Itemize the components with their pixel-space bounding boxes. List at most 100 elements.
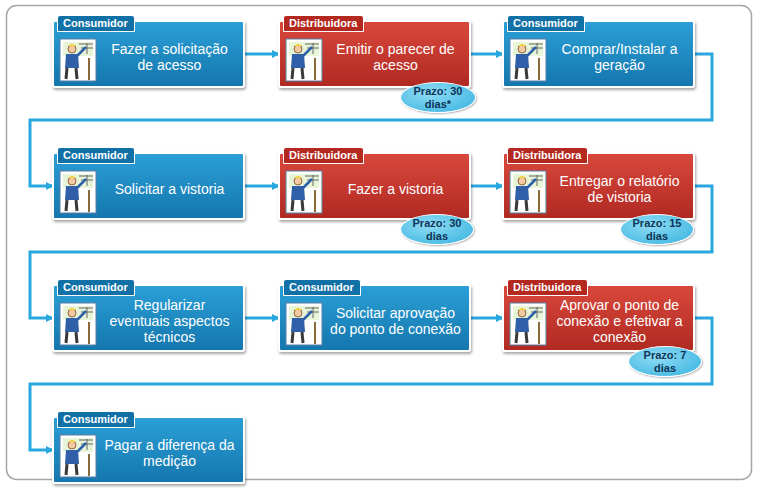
icon-stroke	[314, 322, 316, 344]
step-text-area: Solicitar aprovação do ponto de conexão	[328, 297, 463, 347]
icon-stroke	[79, 440, 93, 441]
icon-stroke	[63, 306, 93, 320]
process-box: ConsumidorPagar a diferença da medição	[52, 416, 245, 484]
icon-stroke	[537, 307, 538, 318]
icon-stroke	[313, 307, 314, 318]
icon-stroke	[77, 47, 86, 56]
icon-stroke	[510, 303, 546, 345]
icon-stroke	[65, 54, 79, 68]
process-box: ConsumidorFazer a solicitação de acesso	[52, 20, 245, 88]
step-text: Solicitar a vistoria	[115, 182, 225, 198]
deadline-text: Prazo: 15 dias	[630, 217, 684, 241]
worker-icon	[285, 302, 323, 346]
actor-tab: Consumidor	[57, 147, 135, 164]
icon-stroke	[77, 179, 86, 188]
icon-stroke	[305, 308, 319, 309]
icon-stroke	[291, 318, 305, 332]
actor-tab: Distribuidora	[507, 147, 588, 164]
icon-stroke	[65, 318, 79, 332]
icon-stroke	[305, 176, 319, 177]
worker-icon	[285, 38, 323, 82]
icon-stroke	[292, 68, 303, 79]
icon-stroke	[65, 450, 79, 464]
icon-stroke	[87, 175, 88, 186]
icon-stroke	[68, 309, 76, 317]
step-text: Comprar/Instalar a geração	[552, 42, 687, 73]
icon-stroke	[77, 443, 86, 452]
flow-arrow	[471, 53, 502, 56]
icon-stroke	[294, 177, 302, 185]
icon-stroke	[68, 440, 76, 442]
step-text-area: Solicitar a vistoria	[102, 165, 237, 215]
icon-stroke	[529, 44, 543, 45]
icon-stroke	[537, 175, 538, 186]
icon-stroke	[68, 177, 76, 185]
deadline-text: Prazo: 30 dias	[410, 217, 464, 241]
worker-icon	[509, 38, 547, 82]
icon-stroke	[529, 176, 543, 177]
process-box: DistribuidoraFazer a vistoria	[278, 152, 471, 220]
icon-stroke	[305, 44, 319, 45]
icon-stroke	[68, 441, 76, 449]
icon-stroke	[510, 171, 546, 213]
icon-stroke	[294, 308, 302, 310]
icon-stroke	[289, 174, 319, 188]
icon-stroke	[63, 174, 93, 188]
flow-arrow	[245, 53, 278, 56]
icon-stroke	[68, 308, 76, 310]
icon-stroke	[518, 309, 526, 317]
icon-stroke	[294, 176, 302, 178]
step-text-area: Fazer a vistoria	[328, 165, 463, 215]
icon-stroke	[510, 39, 546, 81]
actor-tab: Distribuidora	[283, 147, 364, 164]
icon-stroke	[88, 190, 90, 212]
icon-stroke	[68, 176, 76, 178]
icon-stroke	[538, 322, 540, 344]
icon-stroke	[294, 45, 302, 53]
icon-stroke	[294, 309, 302, 317]
step-text-area: Entregar o relatório de vistoria	[552, 165, 687, 215]
icon-stroke	[529, 308, 543, 309]
icon-stroke	[63, 42, 93, 56]
icon-stroke	[68, 45, 76, 53]
icon-stroke	[66, 200, 77, 211]
actor-tab: Distribuidora	[283, 15, 364, 32]
icon-stroke	[518, 44, 526, 46]
step-text-area: Pagar a diferença da medição	[102, 429, 237, 479]
deadline-text: Prazo: 30 dias*	[411, 85, 465, 109]
icon-stroke	[87, 439, 88, 450]
icon-stroke	[88, 322, 90, 344]
step-text-area: Emitir o parecer de acesso	[328, 33, 463, 83]
worker-icon	[509, 170, 547, 214]
actor-tab: Distribuidora	[507, 279, 588, 296]
icon-stroke	[538, 190, 540, 212]
step-text-area: Regularizar eventuais aspectos técnicos	[102, 297, 237, 347]
icon-stroke	[292, 332, 303, 343]
worker-icon	[59, 38, 97, 82]
icon-stroke	[516, 200, 527, 211]
process-box: DistribuidoraAprovar o ponto de conexão …	[502, 284, 695, 352]
icon-stroke	[63, 438, 93, 452]
icon-stroke	[303, 47, 312, 56]
icon-stroke	[513, 174, 543, 188]
icon-stroke	[303, 311, 312, 320]
icon-stroke	[515, 186, 529, 200]
process-box: ConsumidorSolicitar a vistoria	[52, 152, 245, 220]
icon-stroke	[79, 44, 93, 45]
process-box: ConsumidorSolicitar aprovação do ponto d…	[278, 284, 471, 352]
icon-stroke	[88, 58, 90, 80]
icon-stroke	[314, 58, 316, 80]
icon-stroke	[77, 311, 86, 320]
step-text: Regularizar eventuais aspectos técnicos	[102, 298, 237, 345]
icon-stroke	[291, 186, 305, 200]
frame-border	[7, 6, 752, 480]
step-text-area: Fazer a solicitação de acesso	[102, 33, 237, 83]
icon-stroke	[518, 308, 526, 310]
icon-stroke	[515, 318, 529, 332]
icon-stroke	[79, 308, 93, 309]
icon-stroke	[518, 176, 526, 178]
process-box: ConsumidorComprar/Instalar a geração	[502, 20, 695, 88]
icon-stroke	[60, 39, 96, 81]
icon-stroke	[515, 54, 529, 68]
flow-arrow	[245, 317, 278, 320]
